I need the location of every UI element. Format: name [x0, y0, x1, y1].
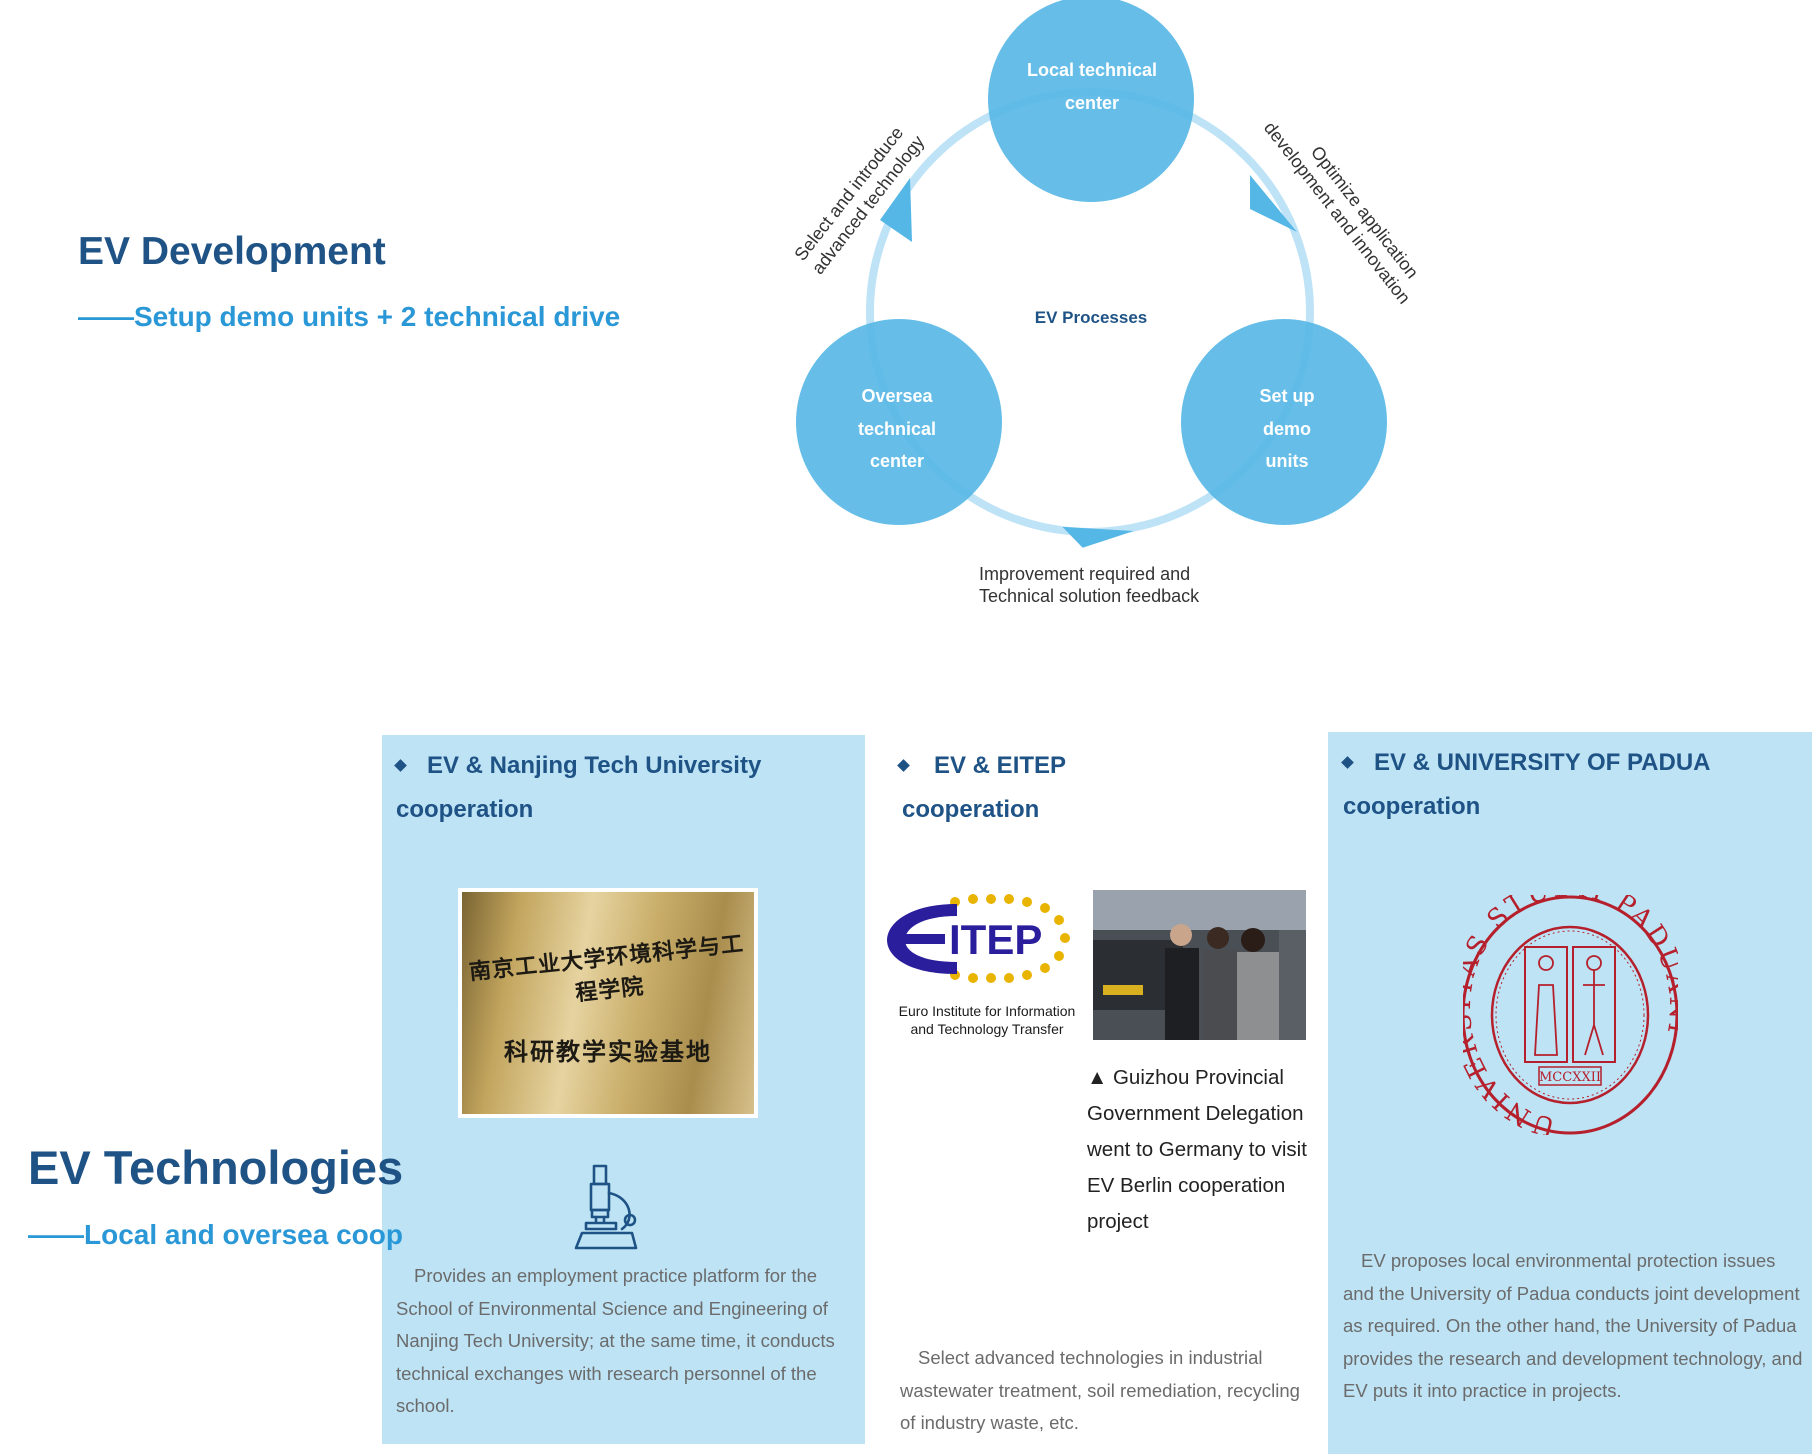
- panel-heading: EV & Nanjing Tech University cooperation: [394, 744, 856, 832]
- panel-heading-line1: EV & UNIVERSITY OF PADUA: [1374, 749, 1711, 776]
- node-left-label-3: center: [870, 451, 924, 471]
- edge-bottom-label-1: Improvement required and: [979, 564, 1190, 584]
- microscope-icon: [574, 1164, 638, 1250]
- eitep-caption-line-1: Euro Institute for Information: [898, 1003, 1076, 1019]
- panel-heading: EV & EITEP cooperation: [897, 744, 1319, 832]
- center-label: EV Processes: [1035, 308, 1147, 327]
- eitep-logo-caption: Euro Institute for Information and Techn…: [887, 1002, 1087, 1038]
- ev-development-title: EV Development: [78, 230, 386, 273]
- node-left-label-1: Oversea: [861, 386, 933, 406]
- ev-process-cycle-diagram: Local technical center Oversea technical…: [790, 0, 1422, 606]
- panel-heading-line2: cooperation: [396, 796, 534, 823]
- arrow-bottom-icon: [1062, 526, 1134, 548]
- diamond-bullet-icon: [1341, 756, 1354, 769]
- node-local-technical-center: [988, 0, 1194, 202]
- panel-heading-line1: EV & EITEP: [934, 752, 1067, 779]
- panel-heading-line2: cooperation: [1343, 793, 1481, 820]
- panel-body-text: Provides an employment practice platform…: [396, 1265, 835, 1416]
- node-set-up-demo-units: [1181, 319, 1387, 525]
- panel-university-of-padua: EV & UNIVERSITY OF PADUA cooperation UNI…: [1328, 732, 1812, 1454]
- node-oversea-technical-center: [796, 319, 1002, 525]
- university-of-padua-seal-icon: UNIVERSITAS STUDII PADUANI MCCXXII: [1463, 895, 1678, 1135]
- node-right-label-3: units: [1266, 451, 1309, 471]
- eitep-logo-mark: ITEP: [887, 894, 1070, 983]
- arrow-left-icon: [880, 178, 912, 242]
- edge-bottom-label-2: Technical solution feedback: [979, 586, 1200, 606]
- plaque-line-1: 南京工业大学环境科学与工程学院: [467, 930, 746, 1007]
- node-top-label-2: center: [1065, 93, 1119, 113]
- node-right-label-1: Set up: [1259, 386, 1314, 406]
- panel-heading-line1: EV & Nanjing Tech University: [427, 752, 762, 779]
- node-right-label-2: demo: [1263, 419, 1311, 439]
- eitep-logo: ITEP Euro Institute for Information and …: [887, 890, 1087, 1040]
- delegation-photo: [1093, 890, 1306, 1040]
- ev-technologies-subtitle: ——Local and oversea coop: [28, 1219, 403, 1250]
- ev-technologies-title: EV Technologies: [28, 1141, 404, 1194]
- seal-year: MCCXXII: [1539, 1070, 1601, 1085]
- node-left-label-2: technical: [858, 419, 936, 439]
- panel-nanjing-tech: EV & Nanjing Tech University cooperation…: [382, 735, 865, 1444]
- ev-development-subtitle: ——Setup demo units + 2 technical drive: [78, 301, 621, 332]
- node-top-label-1: Local technical: [1027, 60, 1157, 80]
- panel-heading-line2: cooperation: [902, 796, 1040, 823]
- photo-caption: ▲ Guizhou Provincial Government Delegati…: [1087, 1066, 1307, 1233]
- panel-body-text: EV proposes local environmental protecti…: [1343, 1250, 1803, 1401]
- plaque-photo: 南京工业大学环境科学与工程学院 科研教学实验基地: [458, 888, 758, 1118]
- diamond-bullet-icon: [394, 759, 407, 772]
- panel-eitep: EV & EITEP cooperation ITEP Euro Institu…: [865, 735, 1328, 1454]
- arrow-right-icon: [1250, 175, 1297, 232]
- eitep-caption-line-2: and Technology Transfer: [910, 1021, 1064, 1037]
- panel-heading: EV & UNIVERSITY OF PADUA cooperation: [1341, 741, 1803, 829]
- plaque-line-2: 科研教学实验基地: [504, 1037, 712, 1066]
- diamond-bullet-icon: [897, 759, 910, 772]
- panel-body-text: Select advanced technologies in industri…: [900, 1347, 1300, 1433]
- eitep-logo-text: ITEP: [949, 916, 1042, 963]
